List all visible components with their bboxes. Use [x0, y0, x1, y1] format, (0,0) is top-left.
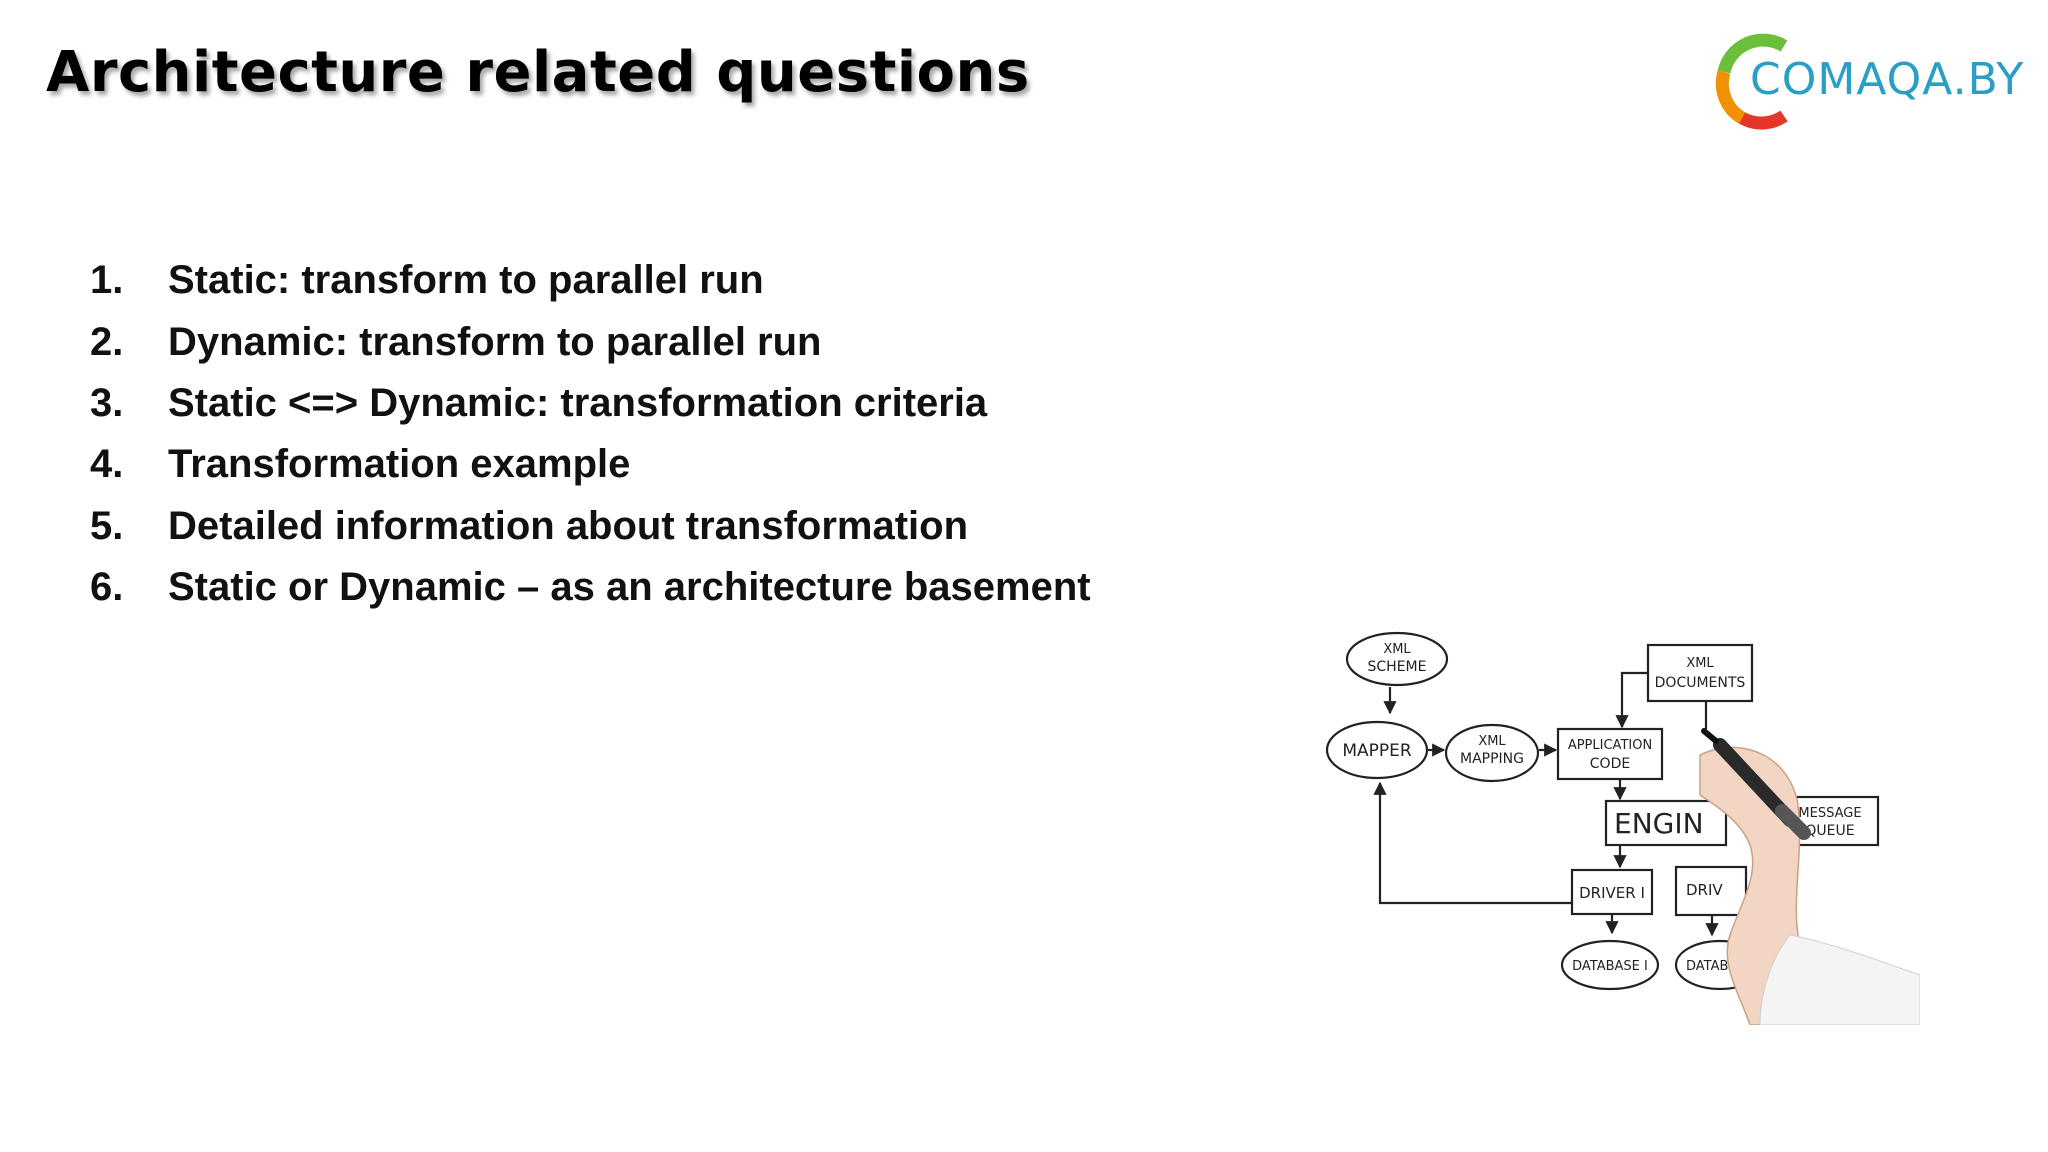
database-1-label: DATABASE I [1572, 959, 1648, 974]
list-item-text: Dynamic: transform to parallel run [168, 319, 822, 364]
logo-ring-icon [1715, 33, 1788, 130]
logo-text-suffix: .BY [1952, 54, 2025, 105]
xml-documents-label-1: XML [1686, 656, 1714, 671]
application-code-node [1556, 727, 1664, 781]
list-item-text: Transformation example [168, 442, 631, 487]
list-item-text: Detailed information about transformatio… [168, 503, 969, 548]
engine-node [1604, 799, 1728, 847]
list-item-number: 6. [90, 565, 124, 610]
list-item: 4. Transformation example [90, 434, 1091, 495]
list-item-text: Static or Dynamic – as an architecture b… [168, 565, 1091, 610]
message-queue-label-2: QUEUE [1805, 823, 1854, 839]
list-item: 3. Static <=> Dynamic: transformation cri… [90, 373, 1091, 434]
xml-documents-node [1646, 643, 1754, 703]
logo-text-main: COMAQA [1750, 54, 1953, 105]
message-queue-label-1: MESSAGE [1798, 806, 1861, 821]
driver-2-label: DRIV [1686, 881, 1723, 899]
slide-title: Architecture related questions [46, 40, 1030, 105]
database-1-node [1560, 939, 1660, 991]
list-item-number: 2. [90, 319, 124, 364]
engine-label: ENGIN [1614, 807, 1704, 840]
driver-1-label: DRIVER I [1579, 884, 1645, 902]
list-item: 2. Dynamic: transform to parallel run [90, 311, 1091, 372]
application-code-label-1: APPLICATION [1568, 738, 1652, 753]
xml-mapping-node [1444, 723, 1540, 783]
comaqa-logo: COMAQA.BY [1712, 28, 2032, 132]
list-item: 1. Static: transform to parallel run [90, 250, 1091, 311]
database-2-label: DATAB [1686, 959, 1728, 974]
xml-scheme-label-1: XML [1383, 642, 1411, 657]
xml-mapping-label-1: XML [1478, 734, 1506, 749]
list-item-number: 5. [90, 503, 124, 548]
hand-with-marker-icon [1699, 728, 1920, 1025]
list-item: 5. Detailed information about transformat… [90, 496, 1091, 557]
architecture-sketch-diagram: XML SCHEME MAPPER XML MAPPING APPLICATIO… [1325, 631, 1920, 1025]
list-item-number: 3. [90, 380, 124, 425]
list-item-number: 1. [90, 258, 124, 303]
list-item-number: 4. [90, 442, 124, 487]
mapper-node [1325, 720, 1429, 780]
xml-scheme-label-2: SCHEME [1368, 659, 1427, 675]
xml-mapping-label-2: MAPPING [1460, 751, 1524, 767]
mapper-label: MAPPER [1342, 741, 1412, 761]
list-item-text: Static <=> Dynamic: transformation crite… [168, 380, 988, 425]
questions-list: 1. Static: transform to parallel run 2. Dy… [90, 250, 1091, 618]
list-item-text: Static: transform to parallel run [168, 258, 764, 303]
xml-scheme-node [1345, 631, 1449, 687]
logo-text: COMAQA.BY [1750, 54, 2024, 105]
list-item: 6. Static or Dynamic – as an architecture… [90, 557, 1091, 618]
xml-documents-label-2: DOCUMENTS [1655, 675, 1746, 691]
application-code-label-2: CODE [1590, 756, 1630, 772]
